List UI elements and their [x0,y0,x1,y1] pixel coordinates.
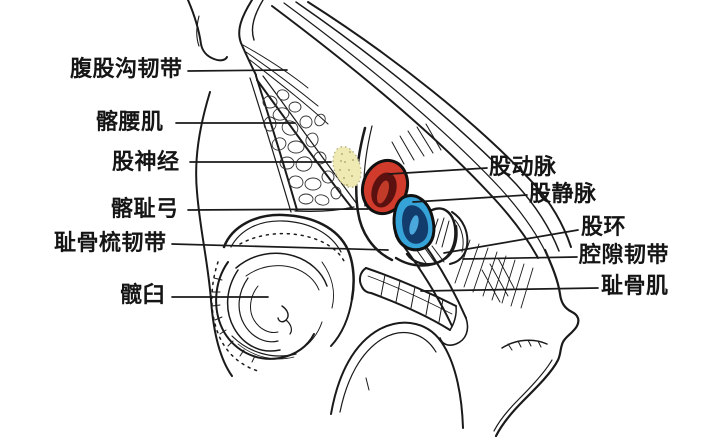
leader-iliopectineal-arch [187,208,369,211]
inguinal-ligament-band [238,0,572,259]
label-pectineus: 耻骨肌 [601,273,669,298]
label-femoral-nerve: 股神经 [112,149,180,174]
femoral-nerve-shape [332,145,362,189]
label-femoral-ring: 股环 [581,214,627,239]
pubic-bone-outline [493,248,580,438]
label-iliopectineal-arch: 髂耻弓 [111,196,179,221]
label-pectineal-ligament: 耻骨梳韧带 [54,230,167,255]
iliac-spine-contour [187,0,228,62]
leader-inguinal-ligament [187,69,288,72]
bone-and-ligament-lines [187,0,580,438]
leader-femoral-ring [443,229,579,254]
ligament-hatching [391,123,442,165]
leader-lacunar-ligament [462,256,578,260]
label-lacunar-ligament: 腔隙韧带 [579,242,670,267]
label-inguinal-ligament: 腹股沟韧带 [70,56,183,81]
nerve-stipple [339,151,354,186]
leader-lines [171,69,599,298]
leader-pectineus [420,287,599,292]
leader-pectineal-ligament [171,243,389,251]
leader-femoral-vein [412,194,528,203]
pectineus-hatching [454,239,534,309]
body-contour [195,91,233,377]
label-femoral-artery: 股动脉 [489,154,557,179]
femoral-vein-shape [392,194,436,252]
label-femoral-vein: 股静脉 [529,181,597,206]
iliopsoas-outline [249,75,358,213]
pectineal-slab [358,267,457,331]
acetabulum-outline [211,213,355,372]
obturator-foramen-outline [330,321,464,429]
leader-femoral-artery [388,167,488,175]
label-acetabulum: 髋臼 [120,282,166,307]
label-iliopsoas: 髂腰肌 [96,109,164,134]
iliopsoas-pebble-texture [262,89,342,206]
